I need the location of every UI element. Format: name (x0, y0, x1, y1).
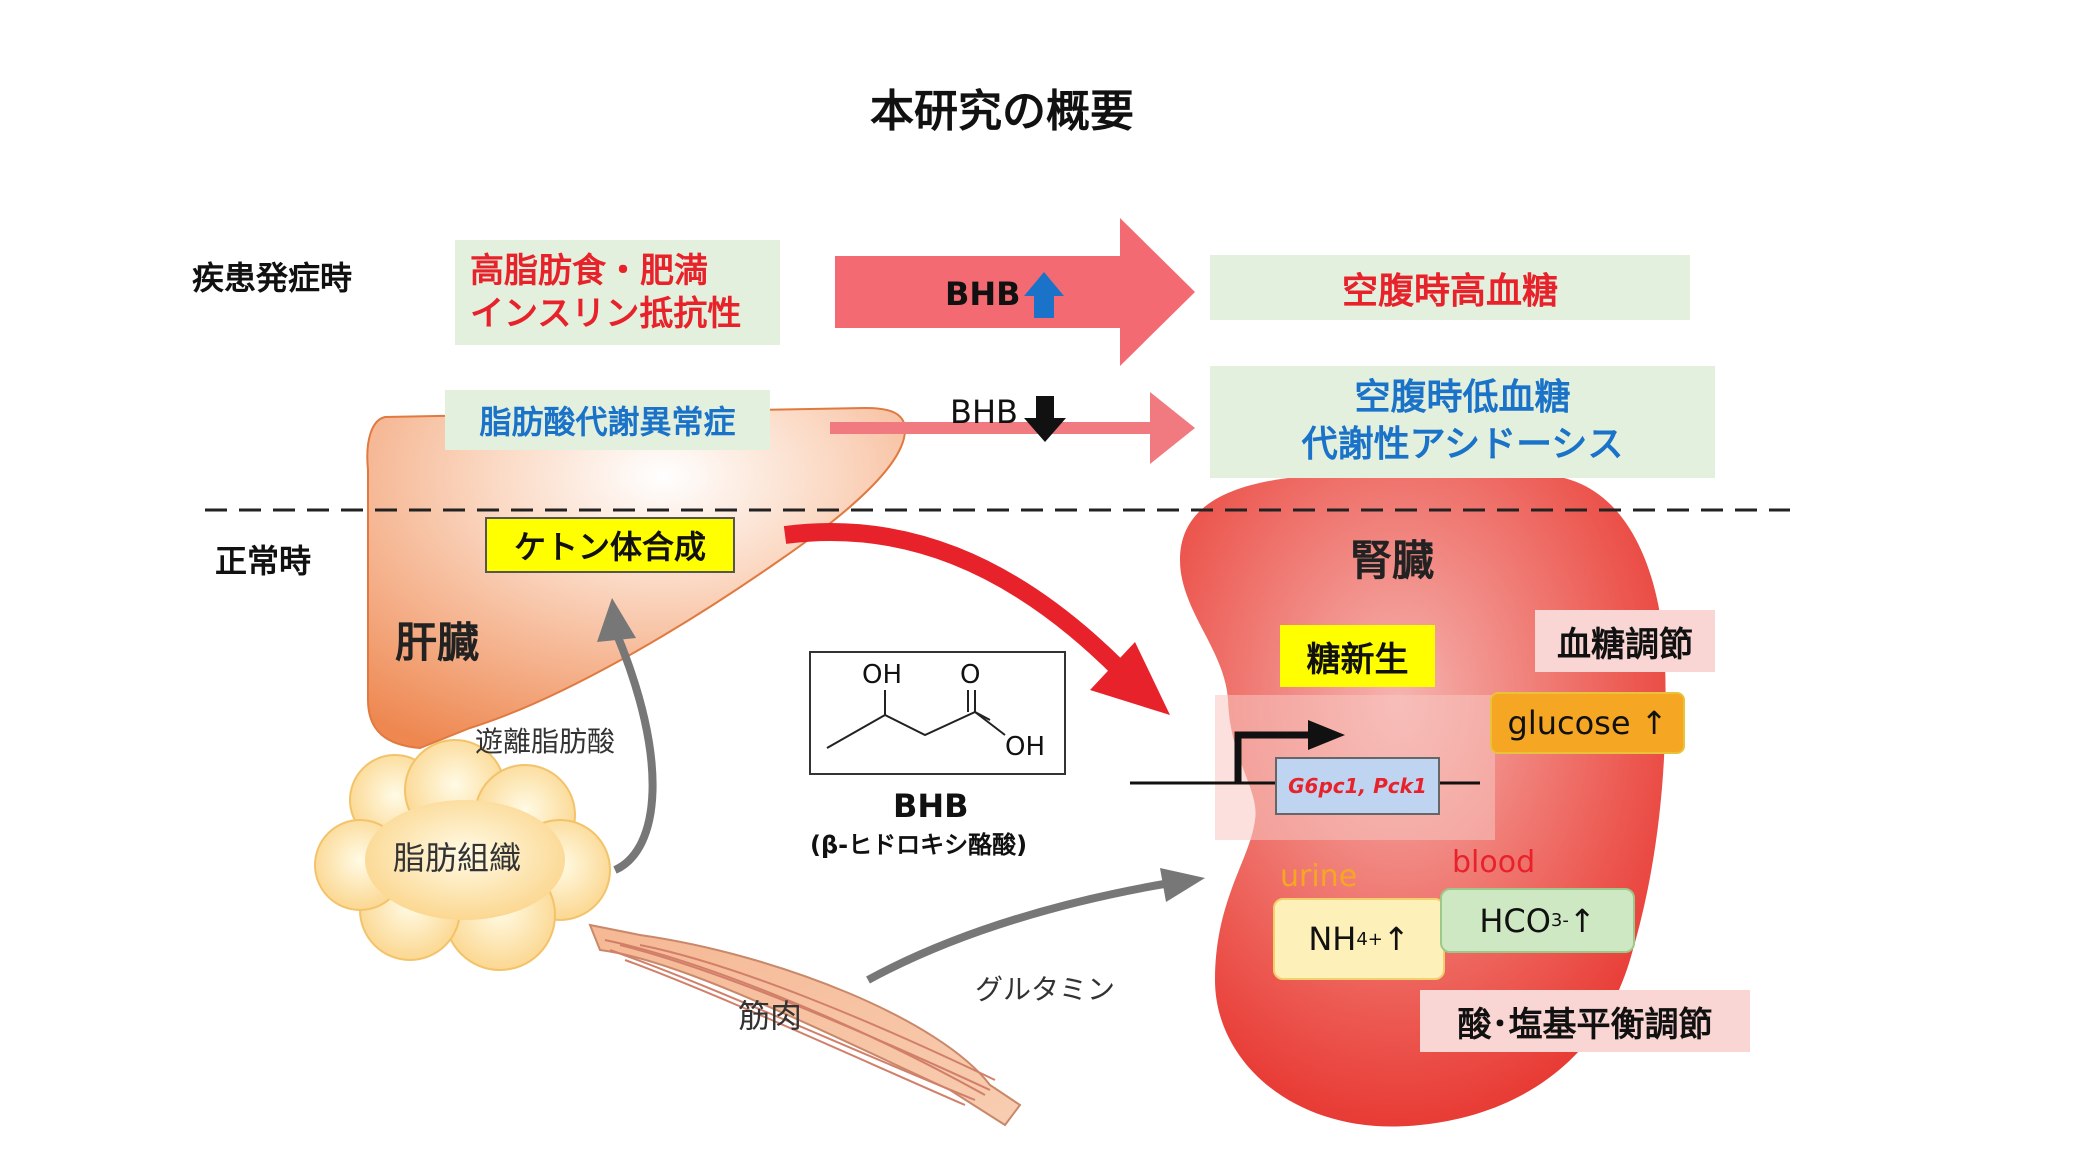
adipose-label: 脂肪組織 (393, 839, 522, 877)
glutamine-label: グルタミン (975, 973, 1116, 1006)
glutamine-arrow (866, 879, 1171, 984)
molecule-o: O (960, 660, 981, 690)
ffa-arrow (611, 628, 657, 874)
transcription-start-arrow-icon (1234, 731, 1315, 783)
hco3-arrow: ↑ (1568, 901, 1596, 940)
cause-line-2: インスリン抵抗性 (470, 293, 742, 334)
cause-line-1: 高脂肪食・肥満 (470, 251, 708, 291)
normal-section-label: 正常時 (215, 542, 312, 580)
lipid-disorder-box: 脂肪酸代謝異常症 (445, 390, 770, 450)
nh4-arrow: ↑ (1382, 920, 1410, 958)
hco3-sup: - (1562, 910, 1569, 931)
liver-label: 肝臓 (395, 618, 480, 667)
gene-box: G6pc1, Pck1 (1275, 757, 1440, 815)
page-title: 本研究の概要 (870, 86, 1134, 137)
nh4-text: NH (1308, 920, 1357, 958)
bhb-up-label: BHB (945, 275, 1021, 313)
molecule-name: BHB (893, 787, 969, 825)
bhb-down-arrow-icon (1024, 396, 1066, 442)
ketone-to-kidney-arrow (783, 523, 1127, 677)
hco3-text: HCO (1479, 901, 1551, 940)
disease-cause-box: 高脂肪食・肥満 インスリン抵抗性 (455, 240, 780, 345)
transcription-arrow-head (1308, 720, 1345, 750)
ketone-synthesis-box: ケトン体合成 (485, 517, 735, 573)
glucose-regulation-label: 血糖調節 (1535, 610, 1715, 672)
ffa-arrow-head (597, 598, 636, 642)
gluconeogenesis-box: 糖新生 (1280, 625, 1435, 687)
blood-label: blood (1452, 845, 1536, 880)
result-low-line-2: 代謝性アシドーシス (1301, 424, 1624, 465)
ketone-arrow-head (1090, 642, 1170, 715)
muscle-label: 筋肉 (738, 997, 803, 1035)
molecule-oh-2: OH (1005, 732, 1046, 762)
glutamine-arrow-head (1160, 868, 1205, 902)
kidney-label: 腎臓 (1350, 536, 1435, 585)
adipose-cloud (314, 739, 611, 971)
molecule-oh-1: OH (862, 660, 903, 690)
result-low-box: 空腹時低血糖 代謝性アシドーシス (1210, 366, 1715, 478)
muscle-shape (588, 923, 1022, 1127)
bhb-structure (809, 651, 1066, 775)
molecule-full-name: (β-ヒドロキシ酪酸) (810, 831, 1028, 859)
nh4-sup: + (1367, 928, 1383, 950)
hco3-sub: 3 (1550, 910, 1563, 931)
nh4-sub: 4 (1356, 928, 1368, 950)
bhb-down-label: BHB (950, 393, 1018, 431)
disease-section-label: 疾患発症時 (192, 259, 353, 297)
glucose-box: glucose ↑ (1490, 692, 1685, 754)
bhb-up-big-arrow (835, 218, 1195, 366)
result-high-glucose: 空腹時高血糖 (1210, 255, 1690, 320)
acid-base-regulation-label: 酸･塩基平衡調節 (1420, 990, 1750, 1052)
ffa-label: 遊離脂肪酸 (475, 725, 616, 758)
urine-label: urine (1280, 859, 1358, 894)
bhb-down-thin-arrow (830, 392, 1195, 464)
bhb-up-arrow-icon (1024, 272, 1064, 318)
result-low-line-1: 空腹時低血糖 (1354, 377, 1571, 419)
